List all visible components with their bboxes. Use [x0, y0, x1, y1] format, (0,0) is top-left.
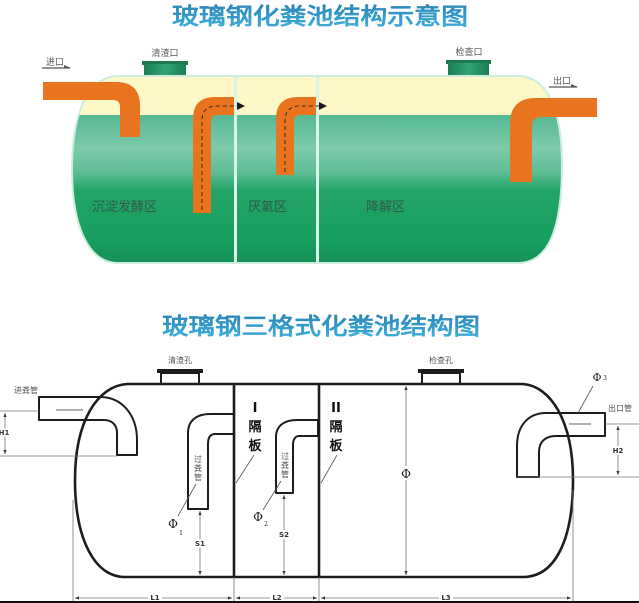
cleanout-port — [142, 61, 188, 77]
inspection-hole — [418, 369, 464, 385]
phi-1-symbol: Φ — [168, 517, 178, 531]
phi-1-subscript: 1 — [179, 530, 183, 537]
flow-path-1 — [201, 105, 238, 210]
outlet-pipe-label: 出口管 — [608, 403, 632, 413]
zone-label-anaerobic: 厌氧区 — [248, 200, 287, 215]
phi-3-leader — [577, 385, 594, 414]
inlet-pipe-outline — [38, 396, 138, 456]
partition-1-leader — [235, 454, 255, 484]
outlet-indicator — [549, 84, 578, 88]
phi-2-symbol: Φ — [253, 510, 263, 524]
phi-1-leader — [177, 483, 197, 517]
partition-1-char-1: 隔 — [248, 419, 261, 435]
flow-arrow-1-icon — [237, 102, 245, 110]
partition-1-char-2: 板 — [248, 438, 262, 454]
diameter-label: Φ — [401, 467, 411, 481]
bottom-diagram-title: 玻璃钢三格式化粪池结构图 — [162, 313, 480, 340]
partition-2-numeral: II — [331, 401, 341, 416]
outlet-pipe-outline — [516, 412, 606, 478]
cleanout-port-label: 清渣口 — [151, 47, 178, 59]
cleanout-hole — [157, 369, 203, 385]
cleanout-hole-label: 清渣孔 — [168, 355, 192, 365]
phi-3-symbol: Φ — [592, 371, 601, 384]
s2-label: S2 — [279, 531, 289, 539]
zone-label-degradation: 降解区 — [366, 200, 405, 215]
inspection-port-label: 检查口 — [455, 46, 482, 58]
tank-outline-drawing — [73, 382, 575, 579]
phi-3-subscript: 3 — [603, 375, 607, 382]
filter-pipe-2-label: 过粪管 — [281, 451, 289, 479]
partition-1 — [234, 76, 237, 263]
outlet-label: 出口 — [553, 75, 571, 87]
partition-2-leader — [320, 454, 338, 484]
partition-2-char-2: 板 — [329, 438, 343, 454]
inspection-hole-label: 检查孔 — [429, 355, 453, 365]
liquid-layer — [72, 115, 562, 263]
phi-2-subscript: 2 — [264, 521, 268, 528]
flow-arrow-2-icon — [319, 102, 327, 110]
h1-label: H1 — [0, 429, 9, 437]
h2-label: H2 — [613, 447, 624, 455]
l1-label: L1 — [150, 594, 159, 602]
filter-pipe-1-label: 过粪管 — [194, 454, 202, 482]
s1-label: S1 — [195, 540, 205, 548]
transfer-pipe-1 — [193, 97, 234, 213]
tank-body-colored — [72, 76, 562, 263]
inspection-port — [446, 60, 491, 77]
partition-2-char-1: 隔 — [329, 419, 342, 435]
inlet-indicator — [42, 65, 71, 69]
partition-1-numeral: I — [253, 401, 258, 416]
top-diagram-title: 玻璃钢化粪池结构示意图 — [172, 3, 468, 30]
partition-2 — [316, 76, 319, 263]
outlet-pipe — [510, 98, 597, 182]
inlet-pipe — [43, 82, 140, 137]
tank-outline — [70, 75, 564, 264]
phi-2-leader — [262, 480, 282, 511]
flow-path-2 — [284, 105, 319, 172]
zone-label-sedimentation: 沉淀发酵区 — [92, 199, 157, 215]
l3-label: L3 — [441, 594, 450, 602]
bottom-border — [0, 601, 639, 603]
inlet-pipe-label: 进粪管 — [14, 385, 38, 395]
l2-label: L2 — [272, 594, 281, 602]
transfer-pipe-2 — [276, 97, 316, 175]
inlet-label: 进口 — [46, 57, 64, 68]
